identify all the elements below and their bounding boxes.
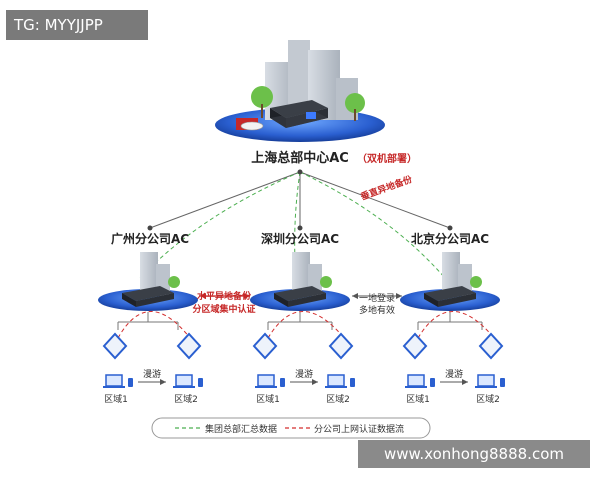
laptop-icon bbox=[255, 374, 285, 388]
roam-label: 漫游 bbox=[143, 368, 161, 380]
zone1-label: 区域1 bbox=[256, 393, 280, 405]
branch-ac-server-icon bbox=[122, 286, 174, 301]
zone1-label: 区域1 bbox=[406, 393, 430, 405]
hq-note: （双机部署） bbox=[357, 152, 417, 165]
tree-icon bbox=[470, 276, 482, 288]
ap-icon bbox=[402, 332, 428, 360]
login-arrow bbox=[352, 293, 402, 299]
ap-icon bbox=[328, 332, 354, 360]
hq-ac-server-icon bbox=[270, 100, 328, 128]
ap-icon bbox=[176, 332, 202, 360]
ap-icon bbox=[478, 332, 504, 360]
laptop-icon bbox=[325, 374, 355, 388]
branch-beijing-label: 北京分公司AC bbox=[411, 231, 489, 246]
hq-site bbox=[215, 40, 385, 142]
tree-icon bbox=[320, 276, 332, 288]
tree-icon bbox=[251, 86, 273, 108]
branch-guangzhou-label: 广州分公司AC bbox=[111, 231, 189, 246]
access-layer-guangzhou bbox=[102, 311, 203, 388]
ap-icon bbox=[102, 332, 128, 360]
roam-label: 漫游 bbox=[295, 368, 313, 380]
access-layer-shenzhen bbox=[252, 311, 355, 388]
horizontal-backup-arrow bbox=[200, 293, 250, 299]
hq-tower bbox=[288, 40, 310, 120]
vertical-backup-label: 垂直异地备份 bbox=[359, 173, 415, 203]
zone2-label: 区域2 bbox=[326, 393, 350, 405]
branch-shenzhen-label: 深圳分公司AC bbox=[261, 231, 339, 246]
branch-beijing-site bbox=[400, 252, 500, 311]
login-note-line1: 一地登录 bbox=[359, 292, 395, 304]
hq-label: 上海总部中心AC bbox=[251, 150, 349, 166]
roam-label: 漫游 bbox=[445, 368, 463, 380]
horizontal-backup-label: 水平异地备份 bbox=[197, 290, 252, 302]
legend-green-label: 集团总部汇总数据 bbox=[205, 423, 277, 435]
branch-ac-server-icon bbox=[274, 286, 326, 301]
access-layer-beijing bbox=[402, 311, 505, 388]
laptop-icon bbox=[173, 374, 203, 388]
legend-red-label: 分公司上网认证数据流 bbox=[314, 423, 404, 435]
hq-links bbox=[139, 169, 453, 279]
tree-icon bbox=[168, 276, 180, 288]
zone2-label: 区域2 bbox=[476, 393, 500, 405]
branch-shenzhen-site bbox=[250, 252, 350, 311]
ap-icon bbox=[240, 121, 264, 131]
branch-ac-server-icon bbox=[424, 286, 476, 301]
legend bbox=[151, 417, 431, 439]
branch-guangzhou-site bbox=[98, 252, 198, 311]
tree-icon bbox=[345, 93, 365, 113]
central-auth-label: 分区域集中认证 bbox=[192, 303, 255, 315]
laptop-icon bbox=[103, 374, 133, 388]
top-tag: TG: MYYJJPP bbox=[6, 10, 148, 40]
ap-icon bbox=[252, 332, 278, 360]
laptop-icon bbox=[405, 374, 435, 388]
laptop-icon bbox=[475, 374, 505, 388]
zone2-label: 区域2 bbox=[174, 393, 198, 405]
login-note-line2: 多地有效 bbox=[359, 304, 395, 316]
zone1-label: 区域1 bbox=[104, 393, 128, 405]
watermark: www.xonhong8888.com bbox=[358, 440, 590, 468]
